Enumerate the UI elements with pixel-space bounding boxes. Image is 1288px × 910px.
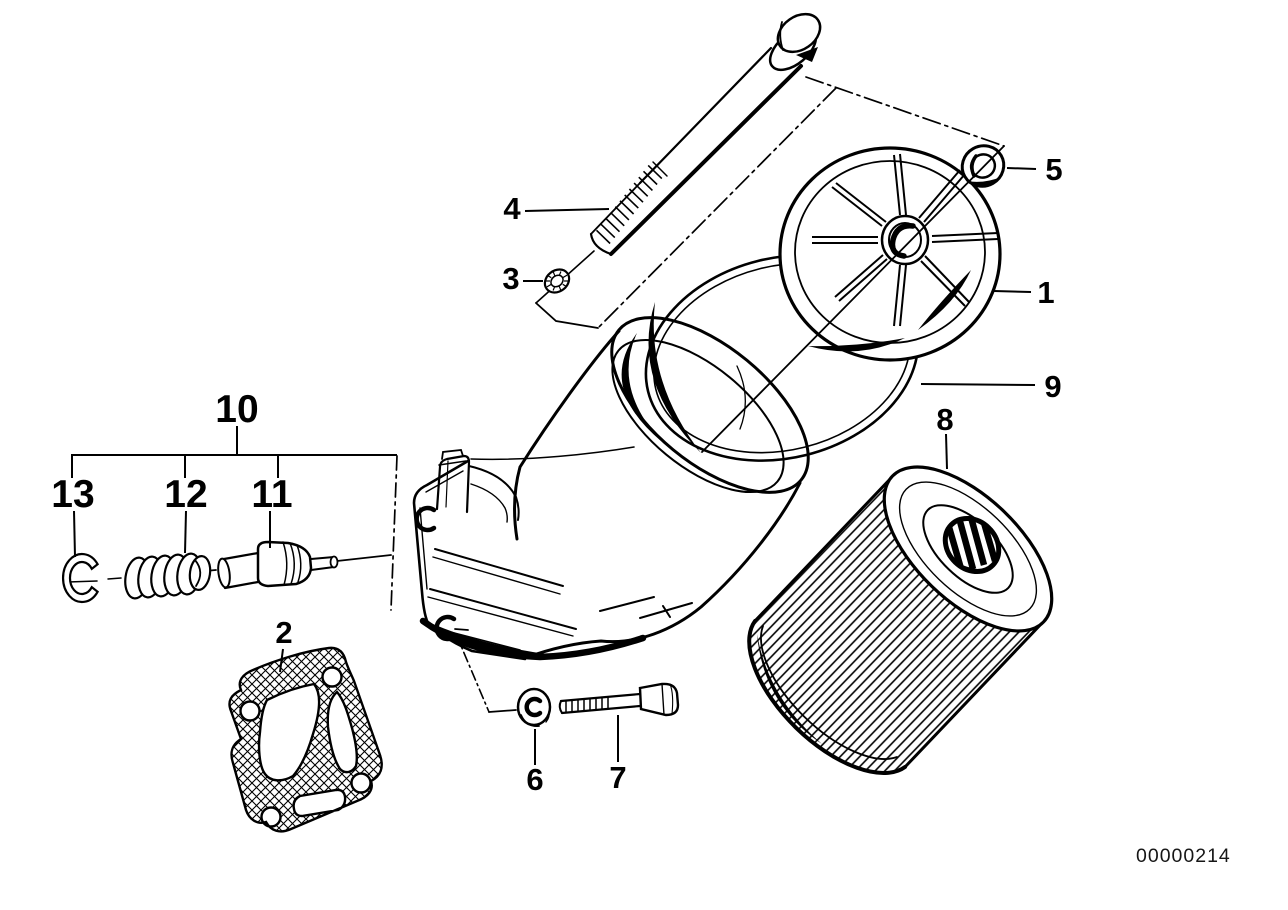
bolt-threads <box>595 164 663 245</box>
hub-bore-mark <box>889 223 916 259</box>
leader-1 <box>993 290 1032 293</box>
washer <box>543 268 571 294</box>
callout-1[interactable]: 1 <box>1037 275 1054 310</box>
leader-13 <box>73 510 76 558</box>
callout-leaders <box>73 167 1037 765</box>
construction-lines <box>67 76 1005 713</box>
short-bolt-threads <box>565 697 609 713</box>
callout-8[interactable]: 8 <box>936 402 953 437</box>
callout-6[interactable]: 6 <box>526 762 543 797</box>
callout-5[interactable]: 5 <box>1045 152 1062 187</box>
long-bolt <box>589 12 822 256</box>
cover-spokes <box>812 153 999 327</box>
callout-7[interactable]: 7 <box>609 760 626 795</box>
bypass-valve-piston <box>217 540 339 590</box>
drawing-number: 00000214 <box>1136 845 1231 867</box>
filter-housing <box>470 316 810 660</box>
leader-8 <box>945 433 948 470</box>
callout-10[interactable]: 10 <box>215 388 258 431</box>
callout-13[interactable]: 13 <box>51 473 94 516</box>
mounting-flange <box>412 449 647 661</box>
flange-hole-upper <box>414 505 437 533</box>
leader-12 <box>184 510 187 554</box>
leader-5 <box>1006 167 1037 170</box>
gasket <box>228 646 383 833</box>
callout-9[interactable]: 9 <box>1044 369 1061 404</box>
nut <box>516 687 552 727</box>
leader-4 <box>524 208 610 212</box>
group-bracket <box>71 426 397 478</box>
callout-12[interactable]: 12 <box>164 473 207 516</box>
leader-9 <box>920 383 1036 386</box>
circlip <box>61 552 100 604</box>
callout-11[interactable]: 11 <box>251 473 292 516</box>
filter-element <box>747 465 1054 776</box>
callout-2[interactable]: 2 <box>275 615 292 650</box>
short-bolt <box>558 682 680 717</box>
filter-cover <box>778 146 1002 362</box>
washer-hatch <box>544 271 570 291</box>
ring5-bore-mark <box>970 154 978 178</box>
bolt-head <box>776 12 822 54</box>
callout-4[interactable]: 4 <box>503 191 521 226</box>
leader-2 <box>279 648 284 673</box>
spring <box>124 552 212 600</box>
callout-3[interactable]: 3 <box>502 261 519 296</box>
